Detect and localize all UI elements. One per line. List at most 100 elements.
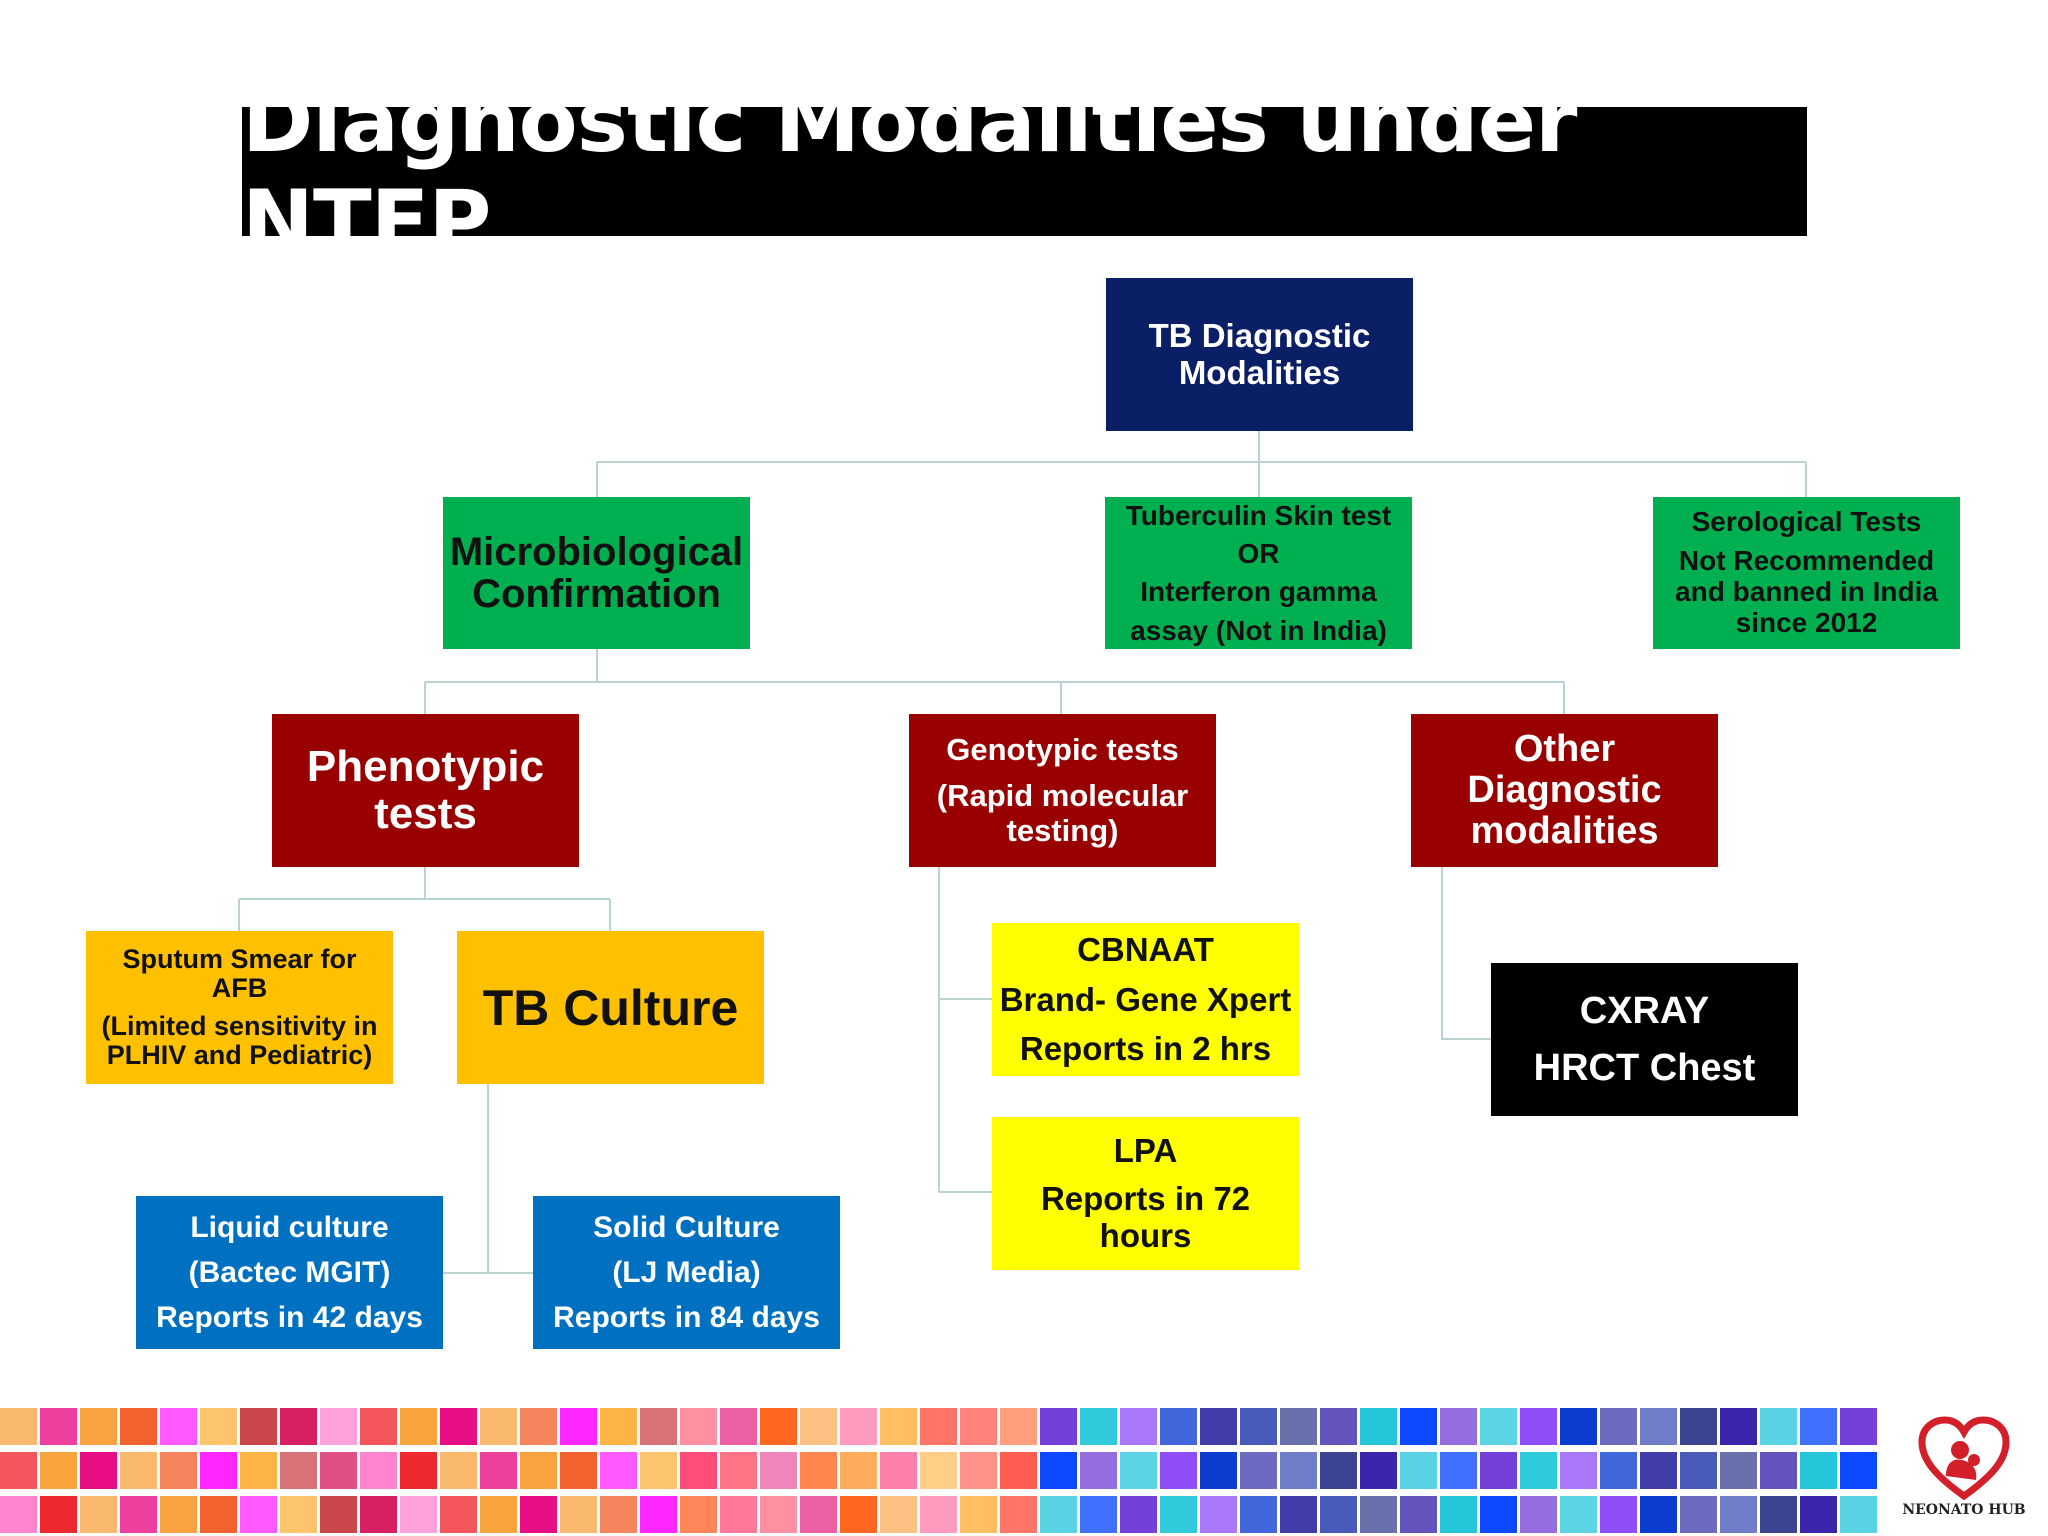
mosaic-tile [0,1408,37,1445]
mosaic-tile [160,1452,197,1489]
mosaic-tile [920,1452,957,1489]
mosaic-tile [1520,1496,1557,1533]
node-text: Sputum Smear for [122,944,357,975]
node-text: CXRAY [1579,989,1710,1032]
node-text: Liquid culture [190,1211,389,1244]
mosaic-tile [800,1408,837,1445]
node-text: OR [1237,538,1280,570]
mosaic-tile [880,1408,917,1445]
node-tb-culture: TB Culture [457,931,764,1084]
connector-geno-bus [938,867,992,1193]
mosaic-tile [1120,1408,1157,1445]
mosaic-tile [0,1452,37,1489]
mosaic-tile [880,1496,917,1533]
node-genotypic-tests: Genotypic tests (Rapid molecular testing… [909,714,1216,867]
node-text: (LJ Media) [612,1256,761,1289]
mosaic-tile [480,1452,517,1489]
node-text: (Rapid molecular [936,777,1189,813]
mosaic-tile [1200,1452,1237,1489]
mosaic-tile [1160,1408,1197,1445]
mosaic-tile [320,1496,357,1533]
mosaic-tile [280,1452,317,1489]
mosaic-tile [1800,1408,1837,1445]
mosaic-tile [760,1496,797,1533]
mosaic-tile [0,1496,37,1533]
connector-pheno-bus [238,867,611,931]
node-text: TB Diagnostic [1148,316,1371,354]
mosaic-tile [1080,1496,1117,1533]
mosaic-tile [360,1408,397,1445]
mosaic-tile [1320,1408,1357,1445]
mosaic-tile [1240,1496,1277,1533]
mosaic-tile [80,1496,117,1533]
mosaic-tile [720,1408,757,1445]
node-text: and banned in India [1675,576,1938,607]
connector-micro-bus [424,649,1565,714]
connector-culture-bus [443,1084,533,1274]
mosaic-tile [280,1496,317,1533]
mosaic-tile [960,1452,997,1489]
mosaic-tile [840,1452,877,1489]
mosaic-tile [440,1408,477,1445]
mosaic-tile [240,1496,277,1533]
node-text: testing) [1006,813,1119,849]
mosaic-tile [1720,1452,1757,1489]
connector-other-bus [1441,867,1491,1040]
node-other-diagnostic-modalities: Other Diagnostic modalities [1411,714,1718,867]
mosaic-tile [400,1408,437,1445]
mosaic-tile [680,1452,717,1489]
node-text: Reports in 2 hrs [1019,1030,1272,1068]
mosaic-tile [1680,1408,1717,1445]
node-text: Confirmation [472,572,721,616]
mosaic-tile [1200,1408,1237,1445]
mosaic-tile [1440,1496,1477,1533]
mosaic-tile [1400,1408,1437,1445]
mosaic-tile [560,1496,597,1533]
node-text: Modalities [1178,353,1341,391]
mosaic-tile [1720,1408,1757,1445]
mosaic-tile [1320,1496,1357,1533]
mosaic-tile [1120,1452,1157,1489]
mosaic-tile [1160,1452,1197,1489]
node-text: assay (Not in India) [1130,614,1387,646]
mosaic-tile [1840,1452,1877,1489]
mosaic-tile [1720,1496,1757,1533]
decorative-mosaic-footer [0,1408,1877,1533]
mosaic-tile [1280,1408,1317,1445]
mosaic-tile [1240,1452,1277,1489]
mosaic-tile [1280,1452,1317,1489]
node-text: Reports in 72 [1040,1180,1251,1218]
node-tuberculin-skin-test: Tuberculin Skin test OR Interferon gamma… [1105,497,1412,649]
mosaic-tile [640,1452,677,1489]
mosaic-tile [1360,1452,1397,1489]
mosaic-tile [760,1452,797,1489]
mosaic-tile [320,1452,357,1489]
node-text: LPA [1113,1132,1178,1170]
mosaic-tile [840,1496,877,1533]
mosaic-tile [520,1408,557,1445]
mosaic-tile [1760,1408,1797,1445]
mosaic-tile [1440,1408,1477,1445]
mosaic-tile [680,1496,717,1533]
mosaic-tile [1040,1452,1077,1489]
logo-text: NEONATO HUB [1902,1502,2026,1518]
mosaic-tile [1320,1452,1357,1489]
node-text: Diagnostic [1467,768,1662,811]
node-liquid-culture: Liquid culture (Bactec MGIT) Reports in … [136,1196,443,1349]
mosaic-tile [1080,1452,1117,1489]
node-text: AFB [211,973,268,1004]
mosaic-tile [1680,1496,1717,1533]
mosaic-tile [960,1496,997,1533]
mosaic-tile [120,1496,157,1533]
node-text: hours [1099,1216,1192,1254]
mosaic-tile [520,1496,557,1533]
node-text: Solid Culture [593,1211,780,1244]
node-cbnaat: CBNAAT Brand- Gene Xpert Reports in 2 hr… [992,923,1299,1076]
node-text: modalities [1470,810,1659,853]
mosaic-tile [480,1496,517,1533]
connector-root-bus [596,431,1807,497]
node-solid-culture: Solid Culture (LJ Media) Reports in 84 d… [533,1196,840,1349]
mosaic-tile [1640,1452,1677,1489]
mosaic-tile [440,1452,477,1489]
mosaic-tile [1480,1408,1517,1445]
